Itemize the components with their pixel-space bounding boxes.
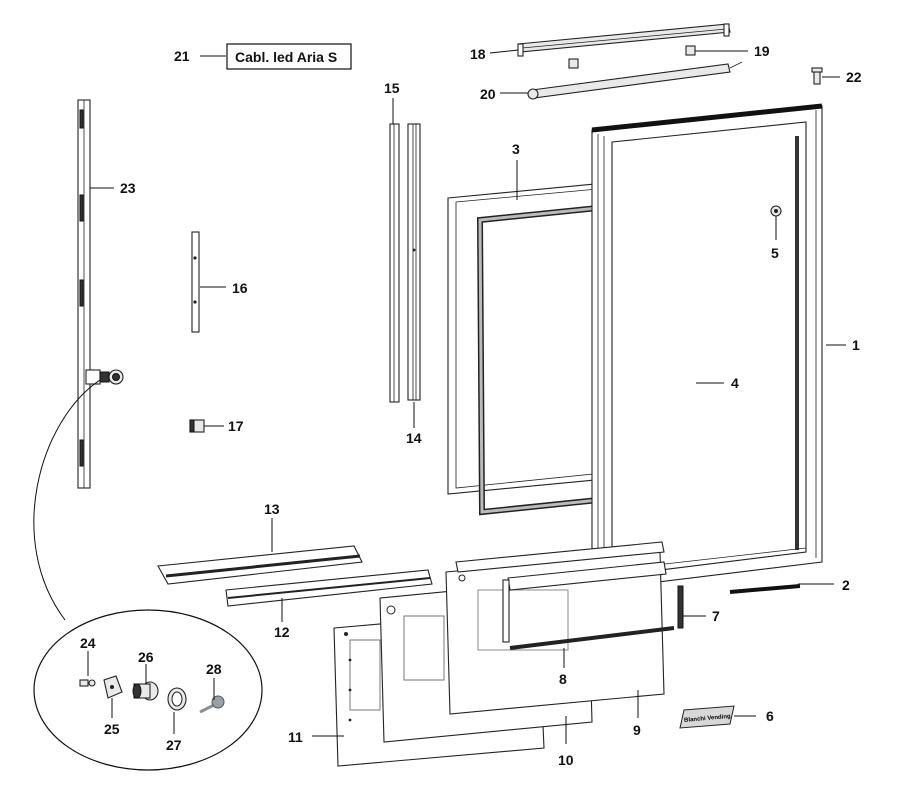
lock-detail-ellipse bbox=[33, 609, 263, 771]
part-18-top-rail bbox=[517, 23, 731, 57]
part-label-5: 5 bbox=[771, 245, 779, 261]
part-label-19: 19 bbox=[754, 43, 770, 59]
part-label-8: 8 bbox=[559, 671, 567, 687]
part-label-13: 13 bbox=[264, 501, 280, 517]
cable-label-text: Cabl. led Aria S bbox=[235, 49, 337, 65]
part-8-rail-assembly bbox=[455, 541, 675, 650]
part-16-bracket bbox=[191, 231, 200, 333]
part-label-26: 26 bbox=[138, 649, 154, 665]
part-label-25: 25 bbox=[104, 721, 120, 737]
part-label-6: 6 bbox=[766, 708, 774, 724]
part-28-key bbox=[199, 695, 225, 714]
part-23-hinge-rail bbox=[77, 99, 124, 489]
part-12-lower-rail bbox=[225, 569, 433, 607]
part-2-bottom-seal bbox=[729, 584, 801, 594]
part-label-3: 3 bbox=[512, 141, 520, 157]
part-22-screw bbox=[811, 67, 823, 85]
part-19-clip bbox=[568, 45, 696, 69]
badge-text: Blanchi Vending bbox=[684, 714, 731, 724]
part-25-plate bbox=[103, 675, 123, 699]
part-label-11: 11 bbox=[288, 729, 303, 745]
part-label-28: 28 bbox=[206, 661, 222, 677]
part-24-screw bbox=[79, 679, 96, 687]
part-label-10: 10 bbox=[558, 752, 574, 768]
part-label-4: 4 bbox=[731, 375, 739, 391]
part-label-17: 17 bbox=[228, 418, 244, 434]
part-label-22: 22 bbox=[846, 69, 862, 85]
part-7-side-bar bbox=[677, 585, 684, 629]
part-label-20: 20 bbox=[480, 86, 496, 102]
part-label-1: 1 bbox=[852, 337, 860, 353]
part-27-ring bbox=[167, 687, 187, 711]
part-label-16: 16 bbox=[232, 280, 248, 296]
part-label-12: 12 bbox=[274, 624, 290, 640]
part-label-23: 23 bbox=[120, 180, 136, 196]
part-14-profile bbox=[407, 123, 421, 401]
part-label-15: 15 bbox=[384, 80, 400, 96]
part-label-2: 2 bbox=[842, 577, 850, 593]
part-label-27: 27 bbox=[166, 737, 182, 753]
part-label-18: 18 bbox=[470, 46, 486, 62]
part-label-9: 9 bbox=[633, 722, 641, 738]
part-1-door-frame bbox=[591, 103, 823, 591]
part-number-labels: 1 2 3 4 5 6 7 8 9 10 11 12 13 14 15 16 1… bbox=[80, 43, 862, 768]
cable-label-box bbox=[226, 43, 352, 70]
part-17-stop-block bbox=[189, 419, 205, 433]
part-15-profile bbox=[389, 123, 400, 403]
part-26-cylinder bbox=[132, 681, 159, 701]
detail-connector-curve bbox=[33, 379, 101, 621]
part-label-14: 14 bbox=[406, 430, 422, 446]
part-6-badge: Blanchi Vending bbox=[679, 705, 735, 729]
part-label-21: 21 bbox=[174, 48, 190, 64]
part-label-24: 24 bbox=[80, 635, 96, 651]
leader-lines bbox=[87, 49, 846, 744]
part-20-led-tube bbox=[527, 61, 743, 100]
part-13-lower-profile bbox=[157, 545, 363, 585]
part-label-7: 7 bbox=[712, 608, 720, 624]
